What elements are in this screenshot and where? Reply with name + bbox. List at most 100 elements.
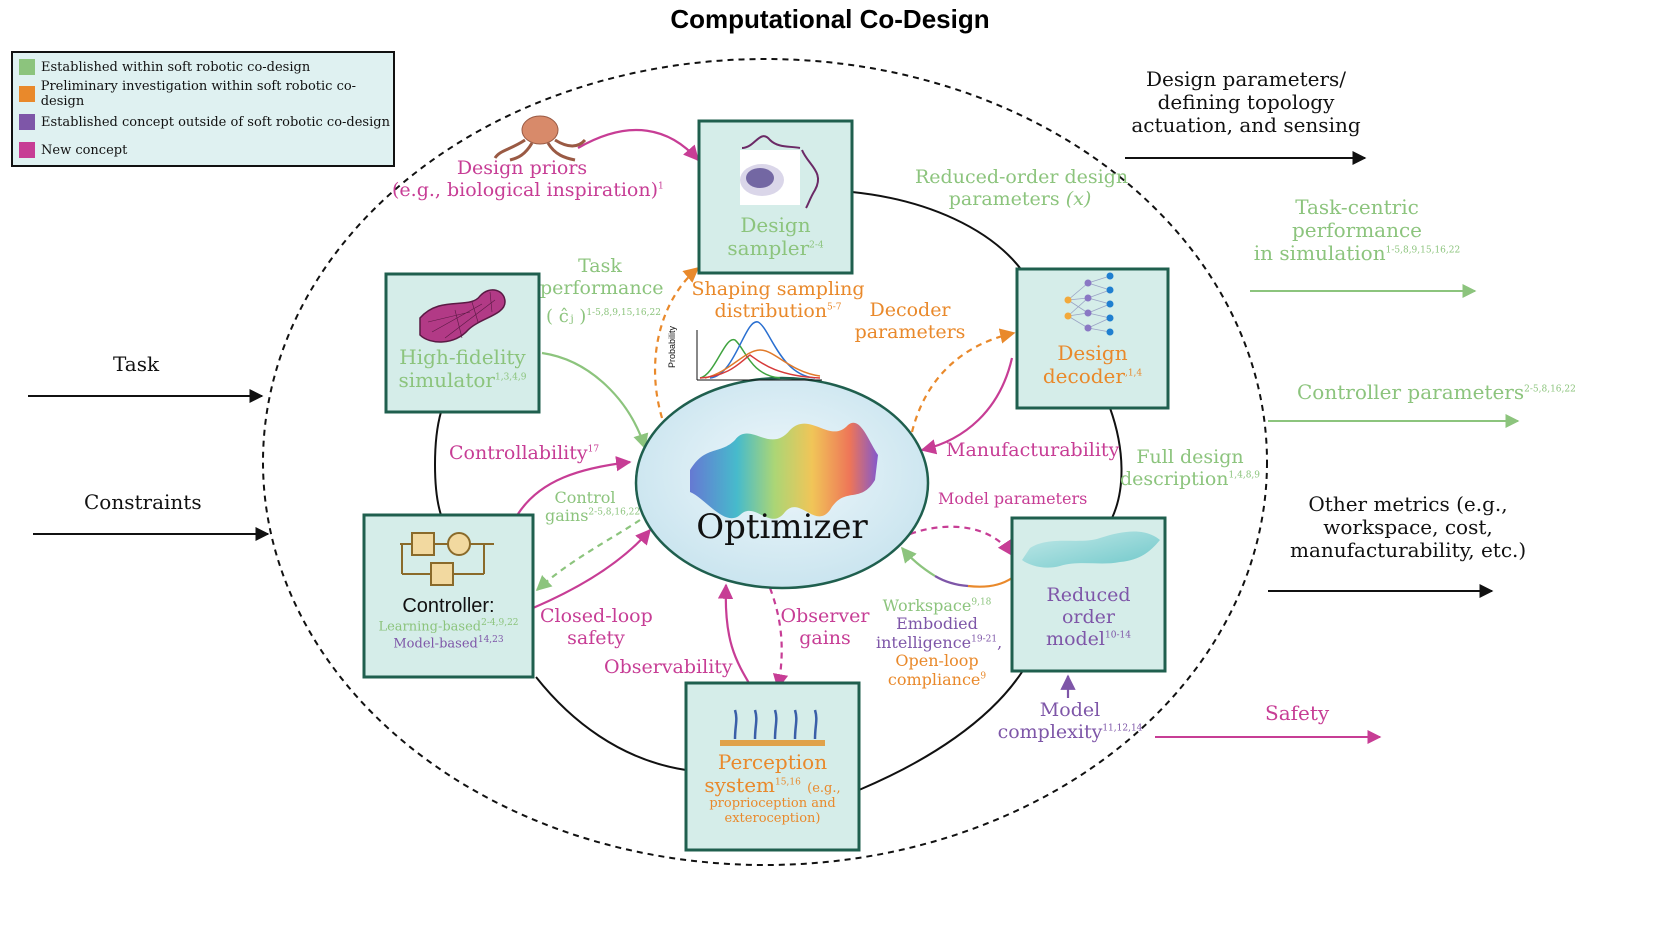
refs: 1,3,4,9	[494, 372, 527, 383]
model-params-arrow	[899, 525, 1013, 557]
edge-line: gains	[545, 506, 589, 526]
refs: 1-5,8,9,15,16,22	[1385, 245, 1461, 256]
node-line: Learning-based	[378, 619, 482, 635]
soft-robot-mesh-icon	[419, 289, 506, 343]
shaping-sampling-label: Shaping sampling distribution5-7	[690, 278, 866, 323]
edge-line: Full design	[1136, 446, 1244, 468]
edge-line: compliance	[887, 669, 981, 689]
legend-item-established: Established within soft robotic co-desig…	[19, 57, 310, 77]
design-decoder-box	[1015, 267, 1170, 410]
reduced-order-design-label: Reduced-order design parameters (x)	[915, 166, 1128, 211]
model-parameters-label: Model parameters	[938, 489, 1088, 508]
control-gains-label: Control gains2-5,8,16,22	[545, 488, 640, 526]
refs: 14,23	[477, 635, 504, 646]
rom-feedback-green	[901, 546, 936, 577]
reduced-model-icon	[1022, 531, 1160, 568]
node-line: order	[1061, 605, 1115, 628]
controllability-arrow	[517, 456, 632, 515]
diagram-title: Computational Co-Design	[670, 4, 990, 34]
variable-x: (x)	[1065, 187, 1092, 210]
perception-system-label: Perception system15,16 (e.g., propriocep…	[686, 751, 859, 827]
edge-line: Closed-loop	[540, 605, 653, 627]
loop-rom-perception	[858, 671, 1023, 791]
design-priors-label: Design priors (e.g., biological inspirat…	[392, 157, 664, 202]
legend-label: Preliminary investigation within soft ro…	[40, 79, 357, 109]
refs: 9,18	[971, 597, 992, 608]
refs: 1,4,8,9	[1228, 470, 1261, 481]
loop-perception-controller	[535, 676, 687, 771]
edge-line: Workspace	[882, 596, 972, 615]
legend: Established within soft robotic co-desig…	[11, 51, 395, 167]
node-line: simulator	[398, 368, 495, 392]
edge-line: Open-loop	[895, 651, 979, 671]
design-params-output: Design parameters/ defining topology act…	[1130, 68, 1362, 137]
edge-line: Control	[554, 488, 616, 507]
output-line: Controller parameters	[1297, 380, 1525, 404]
edge-line: Model	[1039, 699, 1101, 721]
node-line: Controller:	[402, 595, 495, 617]
loop-sampler-decoder	[851, 191, 1021, 269]
controller-params-output: Controller parameters2-5,8,16,22	[1297, 381, 1576, 404]
loop-controller-simulator	[434, 411, 442, 516]
refs: 2-5,8,16,22	[588, 508, 641, 519]
task-label: Task	[113, 352, 160, 376]
manufacturability-arrow	[920, 357, 1014, 455]
output-line: manufacturability, etc.)	[1290, 538, 1527, 562]
edge-line: Controllability	[449, 442, 588, 464]
shaping-sampling-arrow	[653, 267, 700, 419]
constraints-label: Constraints	[84, 490, 202, 514]
node-line: Design	[740, 213, 811, 237]
node-line: system	[704, 773, 776, 797]
legend-item-new: New concept	[19, 140, 127, 160]
node-line: model	[1046, 627, 1105, 650]
task-performance-symbol: ( ĉⱼ )1-5,8,9,15,16,22	[546, 306, 661, 328]
observer-gains-arrow	[768, 587, 789, 690]
simulator-box	[384, 272, 541, 414]
output-line: Design parameters/	[1145, 67, 1347, 91]
edge-line: parameters	[854, 320, 966, 343]
decoder-params-arrow	[910, 328, 1016, 433]
refs: 1-5,8,9,15,16,22	[586, 308, 661, 318]
refs: 19-21	[971, 634, 998, 645]
outer-boundary	[262, 58, 1268, 866]
legend-label: Established within soft robotic co-desig…	[41, 59, 311, 75]
rom-feedback-labels: Workspace9,18 Embodied intelligence19-21…	[876, 596, 1003, 689]
refs: 11,12,14	[1102, 723, 1143, 734]
edge-line: Shaping sampling	[691, 278, 865, 300]
optimizer-label: Optimizer	[696, 507, 868, 547]
refs: 17	[587, 444, 600, 455]
other-metrics-output: Other metrics (e.g., workspace, cost, ma…	[1290, 493, 1526, 562]
node-line: Perception	[717, 750, 828, 774]
task-centric-output: Task-centric performance in simulation1-…	[1252, 196, 1462, 265]
refs: 1	[658, 181, 664, 192]
rom-feedback-purple	[934, 575, 969, 588]
legend-swatch-magenta	[19, 142, 35, 158]
legend-swatch-orange	[19, 86, 35, 102]
manufacturability-label: Manufacturability	[946, 439, 1120, 461]
edge-line: Task	[578, 255, 622, 277]
octopus-icon	[493, 115, 587, 162]
closed-loop-safety-label: Closed-loop safety	[540, 605, 653, 650]
refs: 2-4	[809, 240, 824, 251]
refs: ,1,4	[1124, 368, 1143, 379]
edge-line: Observer	[780, 605, 870, 627]
plot-ylabel: Probability	[667, 325, 677, 368]
design-decoder-label: Design decoder,1,4	[1017, 342, 1168, 388]
legend-item-outside: Established concept outside of soft robo…	[19, 112, 390, 132]
edge-line: (e.g., biological inspiration)	[392, 178, 659, 201]
refs: 2-4,9,22	[481, 618, 519, 628]
perception-system-box	[684, 681, 861, 852]
observability-arrow	[717, 583, 753, 689]
observer-gains-label: Observer gains	[780, 605, 870, 650]
neural-network-icon	[1064, 272, 1114, 336]
node-note: exteroception)	[724, 810, 821, 826]
model-complexity-label: Model complexity11,12,14	[990, 699, 1150, 744]
node-line: sampler	[727, 236, 810, 260]
edge-line: safety	[567, 626, 625, 649]
edge-line: parameters	[948, 187, 1060, 210]
edge-line: description	[1120, 467, 1229, 490]
probability-plot-icon	[696, 321, 822, 381]
task-performance-arrow	[541, 351, 649, 450]
block-diagram-icon	[400, 532, 494, 586]
